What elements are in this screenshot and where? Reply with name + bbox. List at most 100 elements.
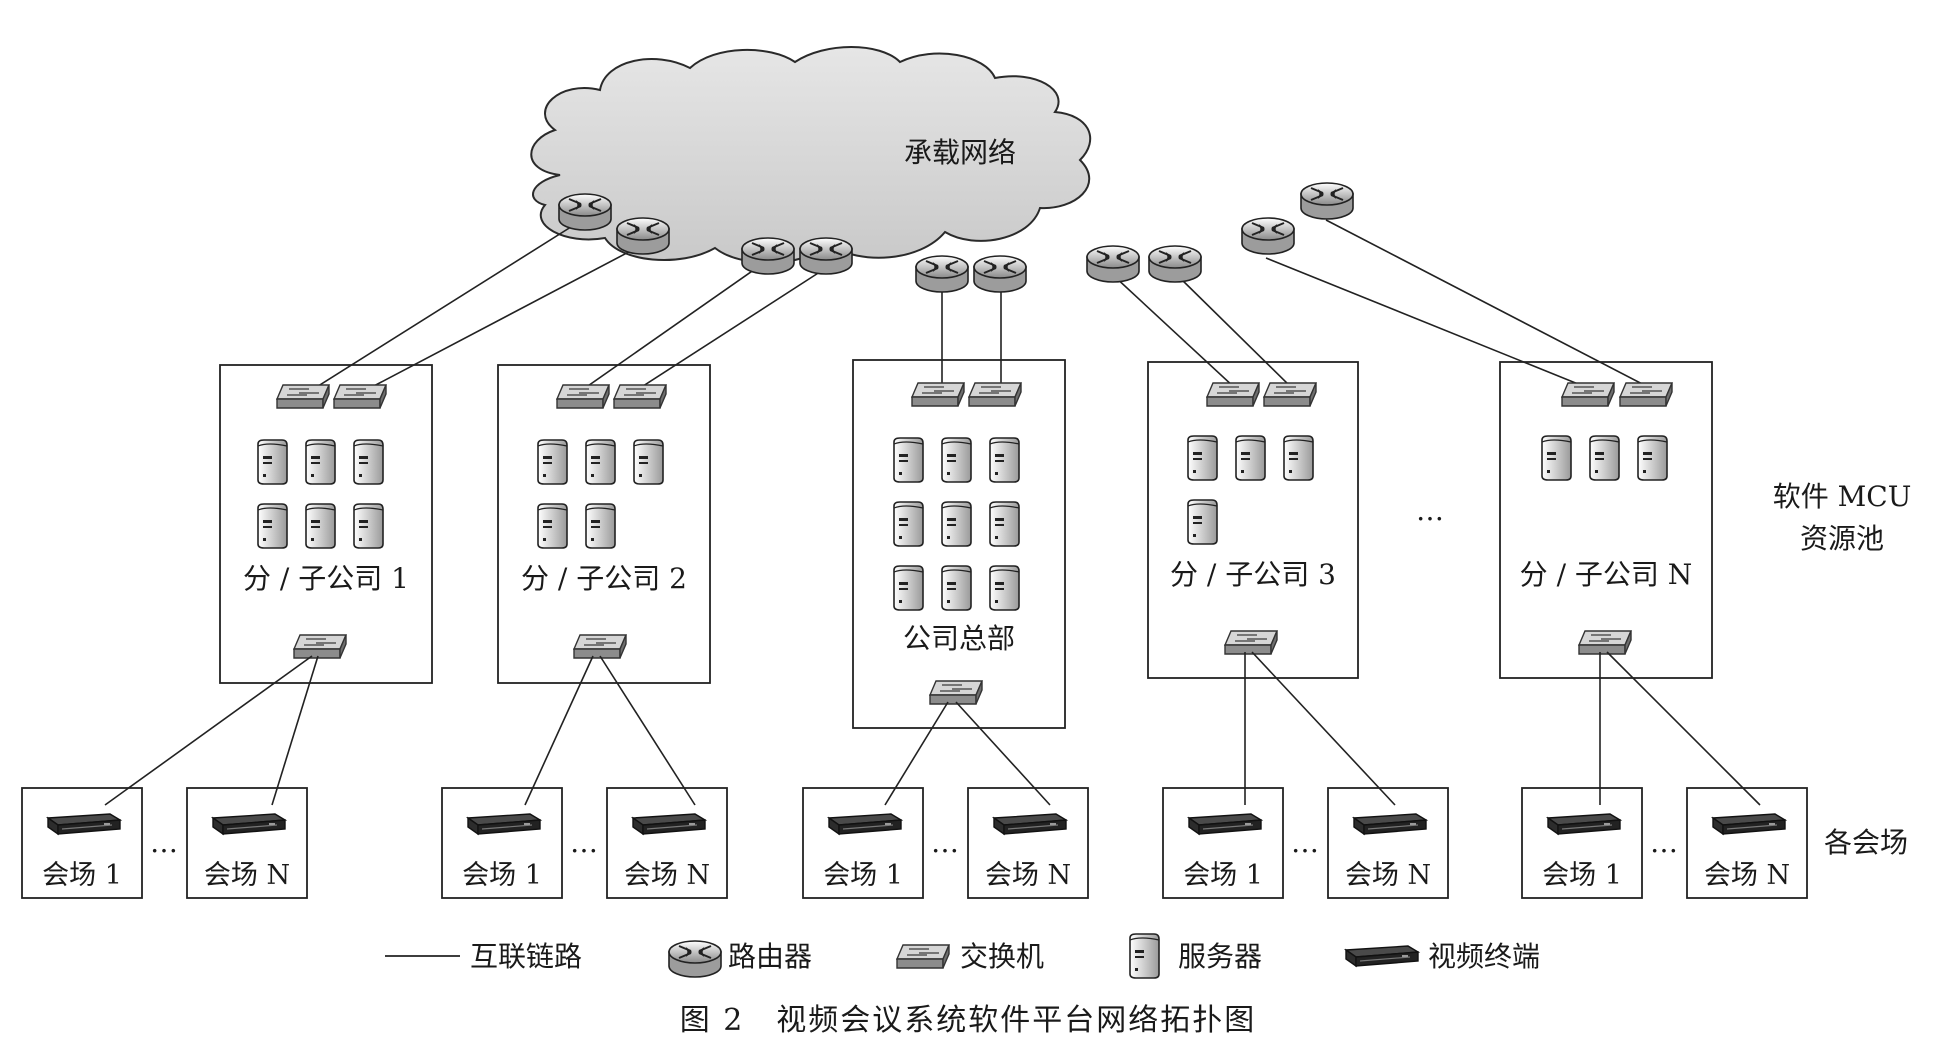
link-line [884,701,949,806]
link-line [639,267,827,389]
link-line [1251,651,1396,806]
switch-icon [276,384,330,409]
video-terminal-icon [1345,945,1419,967]
legend: 互联链路 路由器 交换机 服务器 视频终端 [385,933,1540,979]
server-icon [257,503,288,549]
switch-icon [613,384,667,409]
ellipsis: … [1650,826,1678,859]
switch-icon [573,634,627,659]
legend-label: 路由器 [728,940,812,973]
server-icon [1187,435,1218,481]
venue-label-last: 会场 N [624,860,710,891]
router-icon [1086,245,1140,283]
site-box-2 [497,364,711,684]
link-line [104,655,313,806]
link-line [314,219,583,389]
venue-label-last: 会场 N [1345,860,1431,891]
venue-box [606,787,728,899]
link-line [1112,274,1236,389]
venue-label-first: 会场 1 [1542,860,1622,891]
video-terminal-icon [1353,813,1427,835]
legend-label: 交换机 [960,940,1044,973]
server-icon [305,503,336,549]
router-icon [668,940,722,978]
venue-box [441,787,563,899]
legend-label: 视频终端 [1428,940,1540,973]
venue-box [1686,787,1808,899]
venue-box [186,787,308,899]
switch-icon [1263,382,1317,407]
server-icon [585,503,616,549]
venue-label-last: 会场 N [985,860,1071,891]
venue-box [1521,787,1643,899]
venue-label-first: 会场 1 [823,860,903,891]
link-line [1176,274,1293,389]
video-terminal-icon [212,813,286,835]
site-box-1 [219,364,433,684]
video-terminal-icon [467,813,541,835]
server-icon [537,503,568,549]
server-icon [353,503,384,549]
venue-label-last: 会场 N [1704,860,1790,891]
venue-labels: 会场 1 会场 N 会场 1 会场 N 会场 1 会场 N 会场 1 会场 N … [42,860,1790,891]
ellipsis-marks: … … … … … … [150,494,1678,859]
switch-icon [1224,630,1278,655]
ellipsis: … [150,826,178,859]
bearer-network-cloud: 承载网络 [530,46,1092,264]
router-icon [741,237,795,275]
ellipsis: … [570,826,598,859]
pool-label-line1: 软件 MCU [1773,480,1912,513]
venue-label-first: 会场 1 [462,860,542,891]
video-terminal-icon [993,813,1067,835]
venue-box [1327,787,1449,899]
site-label-3: 分 / 子公司 3 [1170,558,1336,591]
video-terminal-icon [1547,813,1621,835]
venue-box [802,787,924,899]
server-icon [537,439,568,485]
venue-box [967,787,1089,899]
router-icon [558,193,612,231]
server-icon [633,439,664,485]
video-terminal-icon [1712,813,1786,835]
ellipsis: … [931,826,959,859]
switch-icon [1206,382,1260,407]
router-icon [1300,182,1354,220]
link-line [1606,651,1761,806]
server-icon [305,439,336,485]
server-icon [989,501,1020,547]
side-labels: 软件 MCU 资源池 各会场 [1773,480,1912,859]
switch-icon [911,382,965,407]
video-terminals [47,813,1786,835]
server-icon [1589,435,1620,481]
server-icon [585,439,616,485]
venue-box [1162,787,1284,899]
video-terminal-icon [632,813,706,835]
server-icon [989,437,1020,483]
mcu-servers [257,435,1668,611]
venue-label-first: 会场 1 [42,860,122,891]
server-icon [893,437,924,483]
site-box-hq [852,359,1066,729]
switch-icon [333,384,387,409]
site-label-2: 分 / 子公司 2 [521,562,687,595]
site-top-switches [276,382,1673,409]
switch-icon [929,680,983,705]
link-line [599,655,696,806]
server-icon [1235,435,1266,481]
video-terminal-icon [828,813,902,835]
server-icon [941,501,972,547]
server-icon [941,565,972,611]
server-icon [353,439,384,485]
server-icon [1283,435,1314,481]
router-icon [1241,217,1295,255]
site-label-1: 分 / 子公司 1 [243,562,409,595]
server-icon [893,501,924,547]
switch-icon [1619,382,1673,407]
site-label-n: 分 / 子公司 N [1520,558,1693,591]
figure-caption: 图 2 视频会议系统软件平台网络拓扑图 [680,1003,1257,1038]
router-icon [973,255,1027,293]
ellipsis: … [1416,494,1444,527]
server-icon [257,439,288,485]
venue-label-first: 会场 1 [1183,860,1263,891]
